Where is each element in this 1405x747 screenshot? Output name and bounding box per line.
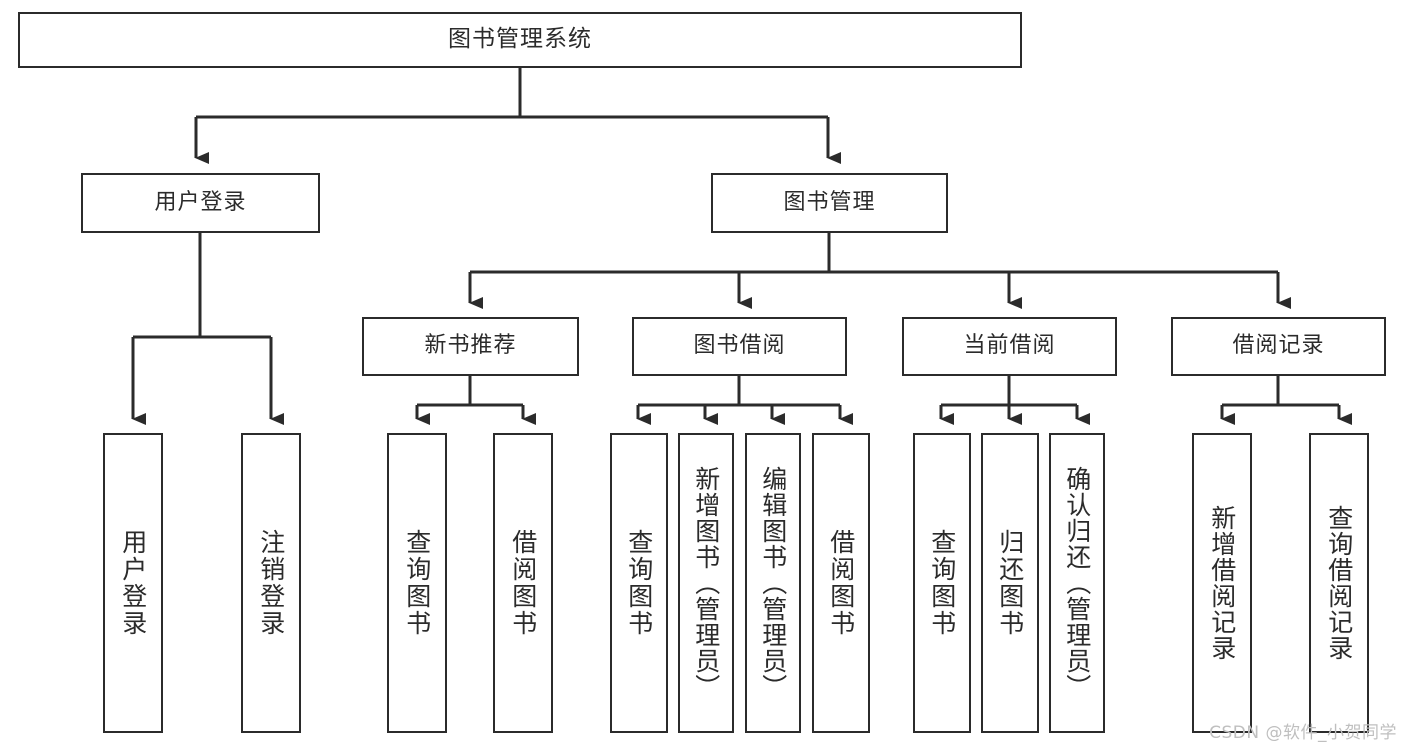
node-root[interactable]: 图书管理系统 <box>18 12 1022 68</box>
node-new-book-rec[interactable]: 新书推荐 <box>362 317 579 376</box>
leaf-query-record-label: 查询借阅记录 <box>1324 505 1354 661</box>
leaf-add-book[interactable]: 新增图书（管理员） <box>678 433 734 733</box>
node-current-borrow-label: 当前借阅 <box>963 333 1056 359</box>
node-book-manage-label: 图书管理 <box>783 189 876 215</box>
leaf-return-book-label: 归还图书 <box>995 529 1025 637</box>
leaf-edit-book-label: 编辑图书（管理员） <box>758 466 788 700</box>
leaf-query-record[interactable]: 查询借阅记录 <box>1309 433 1369 733</box>
node-user-login-label: 用户登录 <box>154 189 247 215</box>
leaf-confirm-return[interactable]: 确认归还（管理员） <box>1049 433 1105 733</box>
leaf-borrow-book-2-label: 借阅图书 <box>826 529 856 637</box>
leaf-add-record-label: 新增借阅记录 <box>1207 505 1237 661</box>
leaf-query-book-1-label: 查询图书 <box>402 529 432 637</box>
node-borrow-record-label: 借阅记录 <box>1232 333 1325 359</box>
leaf-user-login[interactable]: 用户登录 <box>103 433 163 733</box>
leaf-borrow-book-1[interactable]: 借阅图书 <box>493 433 553 733</box>
leaf-add-book-label: 新增图书（管理员） <box>691 466 721 700</box>
node-book-manage[interactable]: 图书管理 <box>711 173 948 233</box>
leaf-edit-book[interactable]: 编辑图书（管理员） <box>745 433 801 733</box>
node-new-book-rec-label: 新书推荐 <box>424 333 517 359</box>
node-root-label: 图书管理系统 <box>448 26 592 53</box>
leaf-user-logout[interactable]: 注销登录 <box>241 433 301 733</box>
leaf-add-record[interactable]: 新增借阅记录 <box>1192 433 1252 733</box>
leaf-query-book-3-label: 查询图书 <box>927 529 957 637</box>
leaf-query-book-1[interactable]: 查询图书 <box>387 433 447 733</box>
leaf-borrow-book-2[interactable]: 借阅图书 <box>812 433 870 733</box>
leaf-return-book[interactable]: 归还图书 <box>981 433 1039 733</box>
node-book-borrow[interactable]: 图书借阅 <box>632 317 847 376</box>
leaf-query-book-2[interactable]: 查询图书 <box>610 433 668 733</box>
leaf-query-book-2-label: 查询图书 <box>624 529 654 637</box>
node-current-borrow[interactable]: 当前借阅 <box>902 317 1117 376</box>
leaf-borrow-book-1-label: 借阅图书 <box>508 529 538 637</box>
watermark-text: CSDN @软件_小贺同学 <box>1209 723 1397 743</box>
node-book-borrow-label: 图书借阅 <box>693 333 786 359</box>
node-user-login[interactable]: 用户登录 <box>81 173 320 233</box>
leaf-user-login-label: 用户登录 <box>118 529 148 637</box>
leaf-confirm-return-label: 确认归还（管理员） <box>1062 466 1092 700</box>
leaf-query-book-3[interactable]: 查询图书 <box>913 433 971 733</box>
node-borrow-record[interactable]: 借阅记录 <box>1171 317 1386 376</box>
leaf-user-logout-label: 注销登录 <box>256 529 286 637</box>
